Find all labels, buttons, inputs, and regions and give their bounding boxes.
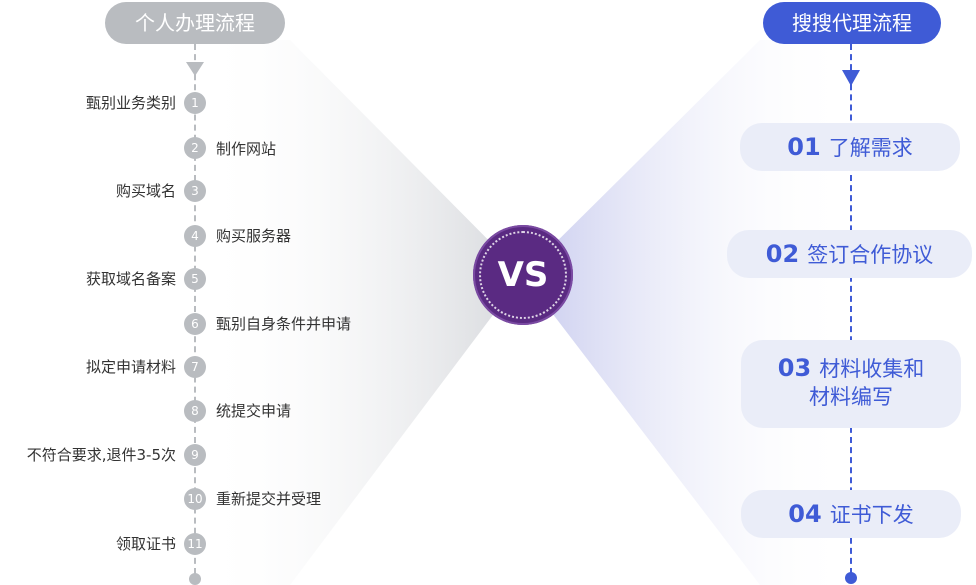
step-3-circle: 3 [184,180,206,202]
step-6-label: 甄别自身条件并申请 [216,315,352,333]
vs-dotted-ring [479,231,567,319]
step-9-circle: 9 [184,444,206,466]
step-4-label: 购买服务器 [216,227,292,245]
left-end-dot [189,573,201,585]
left-title: 个人办理流程 [105,2,285,44]
step-5-circle: 5 [184,268,206,290]
step-1-circle: 1 [184,92,206,114]
right-fan [523,40,850,585]
step-3-label: 购买域名 [115,182,176,200]
agent-step-2: 02 签订合作协议 [727,230,972,278]
agent-step-1: 01 了解需求 [740,123,960,171]
agent-step-1-label: 了解需求 [828,136,913,160]
vs-badge: VS [473,225,573,325]
left-dashed-line [194,44,196,574]
step-11-label: 领取证书 [115,535,176,553]
step-2-label: 制作网站 [216,140,277,158]
step-2-circle: 2 [184,137,206,159]
step-5-label: 获取域名备案 [85,270,176,288]
agent-step-1-num: 01 [787,133,821,161]
step-10-circle: 10 [184,488,206,510]
step-11-circle: 11 [184,533,206,555]
agent-step-4-num: 04 [788,500,822,528]
left-arrow-down-icon [186,62,204,76]
agent-step-2-num: 02 [765,240,800,268]
step-10-label: 重新提交并受理 [216,490,322,508]
agent-step-3-num: 03 [777,354,812,382]
step-7-circle: 7 [184,356,206,378]
step-8-label: 统提交申请 [216,402,292,420]
step-1-label: 甄别业务类别 [85,94,176,112]
agent-step-3: 03 材料收集和 材料编写 [741,340,961,428]
right-dashed-line [850,44,852,574]
step-9-label: 不符合要求,退件3-5次 [26,446,176,464]
step-6-circle: 6 [184,313,206,335]
vs-text: VS [497,255,549,295]
right-title: 搜搜代理流程 [763,2,941,44]
step-4-circle: 4 [184,225,206,247]
agent-step-3-label: 材料收集和 [819,357,925,381]
right-arrow-down-icon [842,70,860,86]
step-8-circle: 8 [184,400,206,422]
right-end-dot [845,572,857,584]
agent-step-3-label-line2: 材料编写 [809,385,893,409]
left-fan [200,40,523,585]
step-7-label: 拟定申请材料 [85,358,176,376]
agent-step-4: 04 证书下发 [741,490,961,538]
agent-step-2-label: 签订合作协议 [807,243,934,267]
agent-step-4-label: 证书下发 [829,503,914,527]
